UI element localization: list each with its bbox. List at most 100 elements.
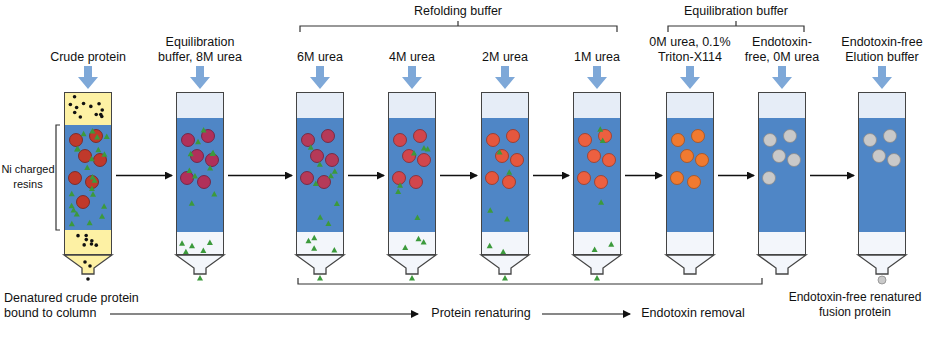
- protein-bead: [496, 150, 509, 163]
- buffer-arrow: [495, 66, 515, 89]
- impurity-triangle: [201, 127, 207, 133]
- impurity-triangle: [89, 156, 95, 162]
- impurity-triangle: [94, 134, 100, 140]
- buffer-layer: [758, 232, 806, 255]
- impurity-triangle: [313, 181, 319, 187]
- resin-bed: [388, 118, 436, 232]
- column-heading: Equilibration buffer, 8M urea: [152, 35, 248, 65]
- impurity-triangle: [197, 275, 203, 281]
- impurity-triangle: [207, 239, 213, 245]
- column-outlet: [858, 255, 906, 274]
- impurity-triangle: [331, 247, 337, 253]
- buffer-arrow: [772, 66, 792, 89]
- column-outlet: [64, 255, 112, 274]
- column-outlet: [758, 255, 806, 274]
- column-outlet: [388, 255, 436, 274]
- column-tube: Endotoxin-free, 0M urea: [758, 92, 806, 255]
- buffer-layer: [388, 232, 436, 255]
- protein-bead: [418, 154, 431, 167]
- impurity-triangle: [200, 247, 206, 253]
- impurity-triangle: [305, 238, 311, 244]
- resin-bed: [64, 125, 112, 230]
- protein-bead: [763, 172, 776, 185]
- impurity-triangle: [317, 161, 323, 167]
- impurity-triangle: [421, 239, 427, 245]
- impurity-triangle: [195, 139, 201, 145]
- impurity-dot: [99, 113, 103, 117]
- protein-bead: [864, 134, 877, 147]
- column-tube: 1M urea: [573, 92, 621, 255]
- impurity-triangle: [81, 131, 87, 137]
- impurity-triangle: [487, 243, 493, 249]
- protein-bead: [326, 154, 339, 167]
- buffer-layer: [481, 92, 529, 118]
- buffer-arrow: [78, 66, 98, 89]
- impurity-triangle: [402, 244, 408, 250]
- process-arrow: [542, 313, 630, 314]
- buffer-arrow: [680, 66, 700, 89]
- impurity-triangle: [416, 236, 422, 242]
- impurity-triangle: [189, 200, 195, 206]
- impurity-triangle: [594, 275, 600, 281]
- impurity-triangle: [210, 150, 216, 156]
- bracket: [300, 21, 617, 32]
- buffer-layer: [176, 92, 224, 118]
- protein-bead: [487, 134, 500, 147]
- impurity-dot: [89, 105, 93, 109]
- impurity-dot: [90, 239, 94, 243]
- impurity-dot: [84, 238, 88, 242]
- impurity-dot: [79, 115, 83, 119]
- protein-bead: [595, 176, 608, 189]
- resin-bed: [666, 118, 714, 232]
- protein-bead: [764, 134, 777, 147]
- impurity-triangle: [317, 214, 323, 220]
- impurity-triangle: [101, 151, 107, 157]
- protein-bead: [603, 154, 616, 167]
- impurity-triangle: [598, 199, 604, 205]
- stage-label: Endotoxin removal: [636, 306, 750, 321]
- column-tube: 4M urea: [388, 92, 436, 255]
- impurity-triangle: [183, 249, 189, 255]
- impurity-triangle: [211, 191, 217, 197]
- impurity-triangle: [188, 151, 194, 157]
- column-outlet: [176, 255, 224, 274]
- column-tube: Endotoxin-free Elution buffer: [858, 92, 906, 255]
- process-arrow: [110, 313, 418, 314]
- protein-bead: [394, 134, 407, 147]
- impurity-triangle: [69, 221, 75, 227]
- protein-bead: [773, 150, 786, 163]
- impurity-triangle: [189, 243, 195, 249]
- column-heading: 0M urea, 0.1% Triton-X114: [645, 35, 735, 65]
- impurity-triangle: [592, 246, 598, 252]
- impurity-dot: [97, 102, 101, 106]
- buffer-layer: [858, 232, 906, 255]
- bracket-label: Refolding buffer: [398, 4, 518, 19]
- impurity-dot: [73, 95, 77, 99]
- buffer-layer: [666, 92, 714, 118]
- buffer-layer: [573, 92, 621, 118]
- impurity-triangle: [311, 235, 317, 241]
- buffer-layer: [64, 230, 112, 255]
- impurity-triangle: [409, 275, 415, 281]
- impurity-triangle: [600, 138, 606, 144]
- protein-bead: [302, 134, 315, 147]
- impurity-dot: [94, 113, 98, 117]
- column-heading: 1M urea: [562, 50, 632, 65]
- impurity-triangle: [186, 167, 192, 173]
- impurity-triangle: [332, 168, 338, 174]
- protein-bead: [77, 196, 90, 209]
- impurity-triangle: [506, 169, 512, 175]
- impurity-triangle: [87, 220, 93, 226]
- impurity-dot: [88, 264, 92, 268]
- impurity-dot: [69, 103, 73, 107]
- impurity-triangle: [84, 165, 90, 171]
- protein-bead: [696, 154, 709, 167]
- impurity-triangle: [69, 191, 75, 197]
- buffer-layer: [481, 232, 529, 255]
- protein-bead: [672, 134, 685, 147]
- column-tube: Equilibration buffer, 8M urea: [176, 92, 224, 255]
- impurity-dot: [76, 234, 80, 238]
- impurity-dot: [86, 277, 90, 281]
- column-heading: Endotoxin-free, 0M urea: [740, 35, 824, 65]
- impurity-triangle: [397, 182, 403, 188]
